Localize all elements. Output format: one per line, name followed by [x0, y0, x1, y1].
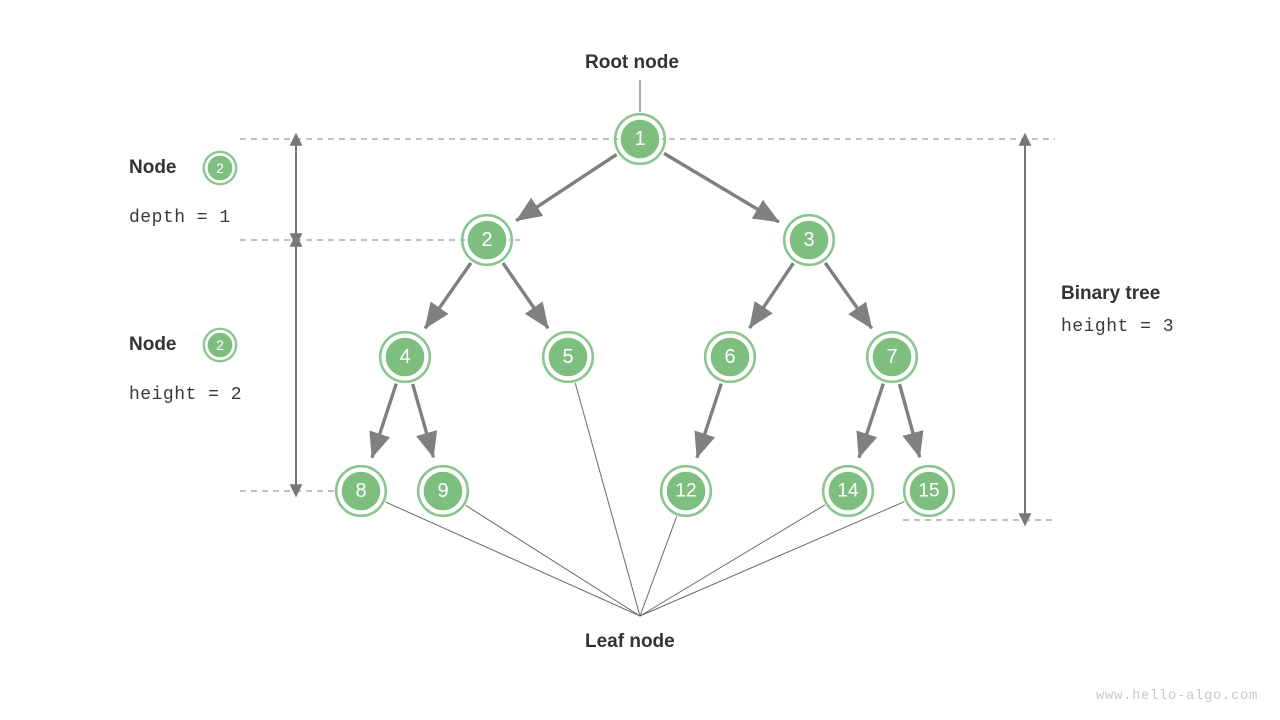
edge-n1-n3 — [663, 151, 780, 224]
tree-node-3: 3 — [782, 213, 836, 267]
leaf-pointer-n15 — [639, 501, 905, 617]
edge-n6-n12 — [694, 383, 723, 459]
edge-n4-n8 — [369, 383, 398, 459]
annotation-tree-label: Binary tree — [1061, 283, 1161, 304]
tree-node-7: 7 — [865, 330, 919, 384]
node-value: 1 — [634, 128, 645, 150]
leaf-node-label: Leaf node — [585, 631, 675, 652]
edge-n2-n4 — [423, 261, 473, 330]
tree-edges — [369, 151, 924, 459]
node-value: 5 — [562, 346, 573, 368]
node-outer-ring — [703, 330, 757, 384]
leaf-pointer-n5 — [574, 382, 641, 617]
node-disc — [907, 469, 951, 513]
node-outer-ring — [865, 330, 919, 384]
tree-node-15: 15 — [902, 464, 956, 518]
edge-n3-n6 — [748, 262, 795, 329]
node-value: 14 — [837, 481, 859, 502]
node-value: 12 — [675, 481, 696, 502]
annotation-node-height-badge: 2 — [202, 327, 238, 363]
edge-n7-n14 — [856, 383, 885, 459]
node-disc — [465, 218, 509, 262]
annotation-badge-value: 2 — [216, 160, 224, 176]
node-outer-ring — [659, 464, 713, 518]
annotation-depth-code: depth = 1 — [129, 208, 231, 228]
node-outer-ring — [902, 464, 956, 518]
root-node-label: Root node — [585, 52, 679, 73]
tree-node-14: 14 — [821, 464, 875, 518]
node-outer-ring — [613, 112, 667, 166]
node-value: 6 — [724, 346, 735, 368]
node-disc — [546, 335, 590, 379]
edge-n4-n9 — [411, 383, 438, 458]
measure-arrows — [289, 132, 1032, 527]
node-disc — [339, 469, 383, 513]
annotation-node-depth-badge: 2 — [202, 150, 238, 186]
node-value: 9 — [437, 480, 448, 502]
tree-node-1: 1 — [613, 112, 667, 166]
node-outer-ring — [541, 330, 595, 384]
node-disc — [383, 335, 427, 379]
node-outer-ring — [821, 464, 875, 518]
guide-lines — [240, 138, 1055, 521]
node-disc — [664, 469, 708, 513]
node-value: 15 — [918, 481, 939, 502]
node-disc — [708, 335, 752, 379]
tree-node-2: 2 — [460, 213, 514, 267]
node-disc — [787, 218, 831, 262]
node-outer-ring — [378, 330, 432, 384]
annotation-tree-code: height = 3 — [1061, 317, 1175, 337]
node-disc — [826, 469, 870, 513]
node-outer-ring — [460, 213, 514, 267]
leaf-pointer-n8 — [385, 501, 641, 617]
node-value: 7 — [886, 346, 897, 368]
tree-node-8: 8 — [334, 464, 388, 518]
tree-node-6: 6 — [703, 330, 757, 384]
watermark: www.hello-algo.com — [1095, 688, 1258, 704]
tree-node-9: 9 — [416, 464, 470, 518]
node-value: 8 — [355, 480, 366, 502]
annotation-node-depth-label: Node — [129, 157, 177, 178]
node-value: 3 — [803, 229, 814, 251]
leaf-pointer-n9 — [465, 505, 641, 617]
tree-node-5: 5 — [541, 330, 595, 384]
edge-n2-n5 — [501, 262, 550, 330]
leaf-pointer-n14 — [639, 504, 826, 617]
edge-n1-n2 — [515, 153, 618, 223]
leaf-pointer-lines — [385, 382, 905, 617]
node-disc — [870, 335, 914, 379]
edge-n3-n7 — [823, 261, 874, 330]
leaf-pointer-n12 — [639, 516, 678, 617]
annotation-badge-value: 2 — [216, 337, 224, 353]
annotation-node-height-label: Node — [129, 334, 177, 355]
annotation-height-code: height = 2 — [129, 385, 243, 405]
node-value: 4 — [399, 346, 410, 368]
node-outer-ring — [782, 213, 836, 267]
node-value: 2 — [481, 229, 492, 251]
edge-n7-n15 — [897, 383, 924, 458]
tree-node-12: 12 — [659, 464, 713, 518]
node-outer-ring — [416, 464, 470, 518]
node-disc — [421, 469, 465, 513]
node-outer-ring — [334, 464, 388, 518]
node-disc — [618, 117, 662, 161]
tree-node-4: 4 — [378, 330, 432, 384]
